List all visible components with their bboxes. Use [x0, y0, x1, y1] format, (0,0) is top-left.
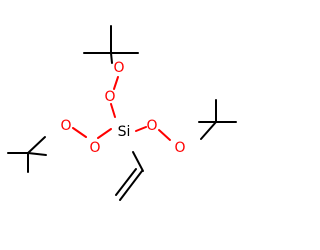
- left-peroxy-chain: [72, 127, 112, 139]
- molecule-structure: O O O O Si O O: [0, 0, 250, 250]
- bond-right-c-o: [200, 121, 217, 140]
- bond-top-o-si: [110, 103, 116, 118]
- oxygen-label-right-inner: O: [146, 118, 157, 134]
- top-tert-butyl-group: [83, 25, 139, 64]
- silicon-label: Si: [118, 124, 131, 140]
- bond-right-o-o: [158, 129, 171, 141]
- bond-left-o-o: [72, 127, 87, 138]
- oxygen-label-left-outer: O: [60, 118, 71, 134]
- bond-vinyl-double-outer: [119, 170, 143, 201]
- left-tert-butyl-group: [7, 136, 47, 173]
- oxygen-label-top-inner: O: [104, 89, 115, 105]
- bond-left-o-si: [97, 128, 112, 139]
- bond-top-c-o: [110, 52, 113, 64]
- background: [0, 0, 250, 250]
- molecule-canvas: O O O O Si O O: [0, 0, 250, 250]
- right-peroxy-chain: [135, 126, 171, 141]
- bond-vinyl-double-inner: [115, 168, 137, 196]
- oxygen-label-left-inner: O: [89, 140, 100, 156]
- bond-left-c-o: [27, 136, 46, 154]
- vinyl-group: [115, 151, 144, 201]
- right-tert-butyl-group: [198, 99, 237, 140]
- bond-left-methyl-right: [27, 152, 47, 156]
- bond-top-o-o: [113, 76, 119, 90]
- top-peroxy-chain: [110, 76, 119, 118]
- oxygen-label-right-outer: O: [174, 140, 185, 156]
- oxygen-label-top-outer: O: [113, 60, 124, 76]
- bond-si-vinyl: [132, 151, 144, 172]
- bond-right-si-o: [135, 126, 147, 132]
